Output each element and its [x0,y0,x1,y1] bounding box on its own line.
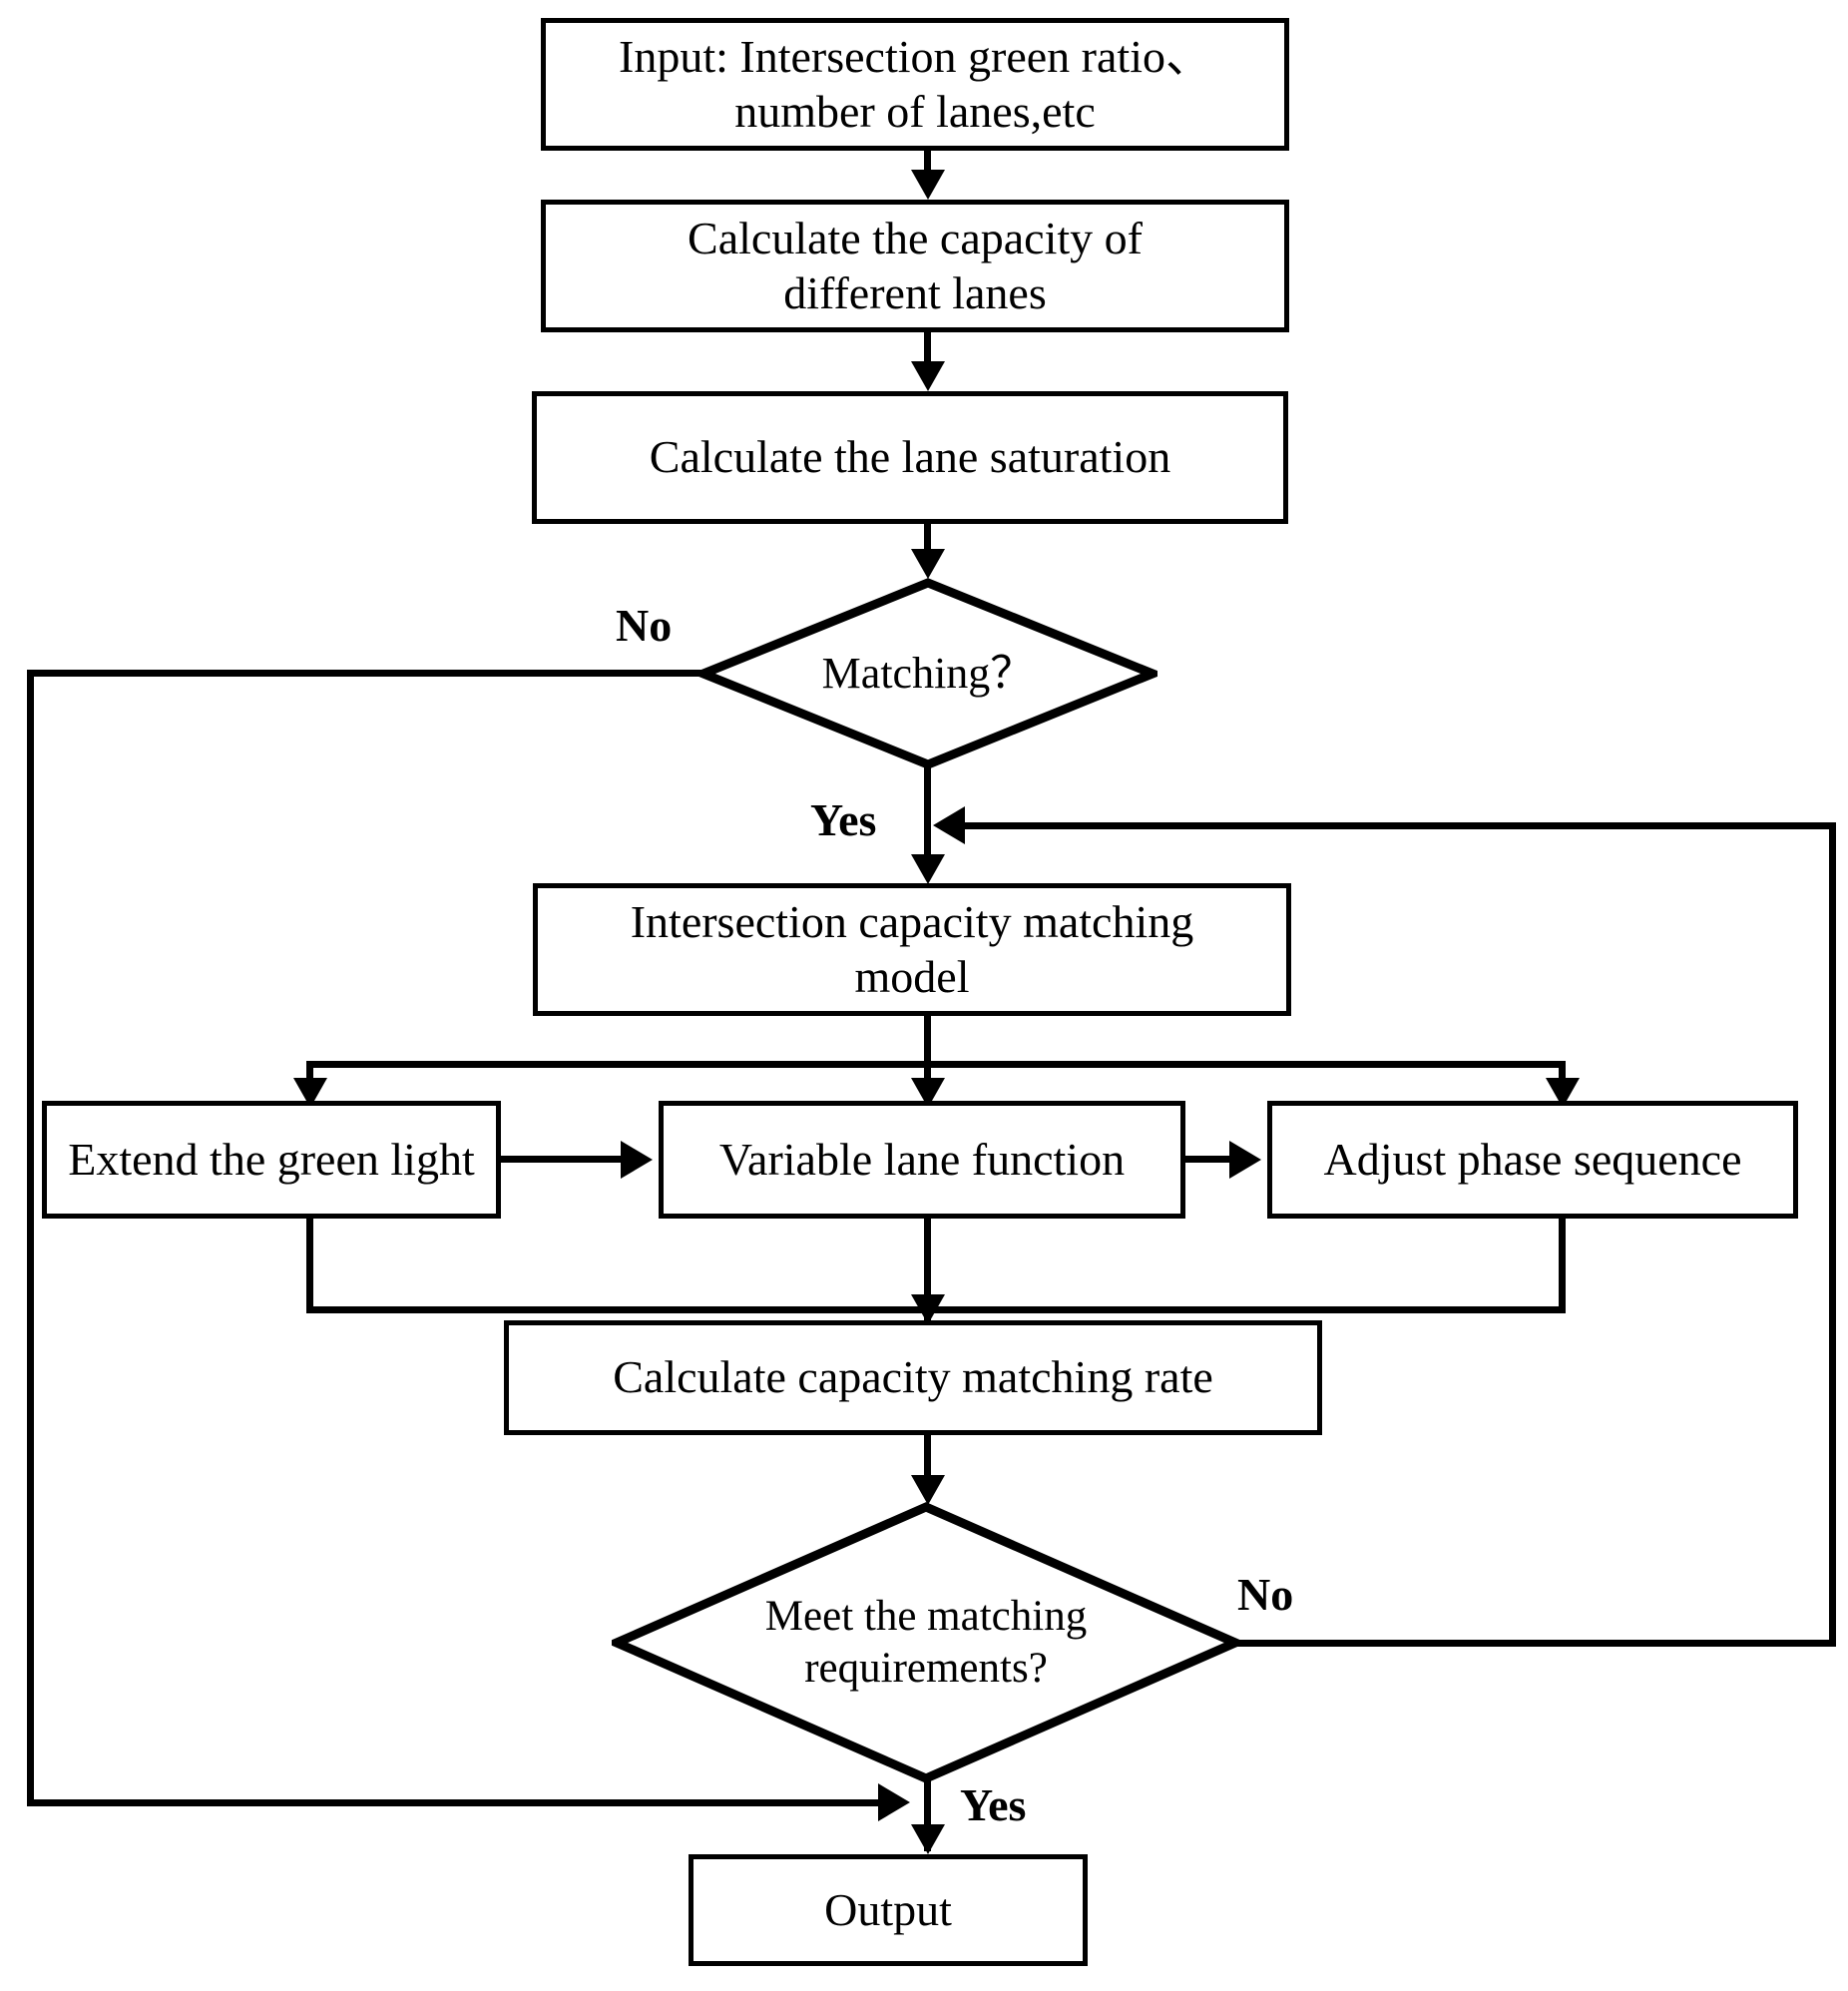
node-matching-model-label: Intersection capacity matching model [630,896,1194,1002]
arrowhead-options-to-rate [911,1294,945,1324]
arrowhead-capacity-to-saturation [911,361,945,391]
edge-variable-down-to-rate [924,1219,931,1306]
node-calculate-capacity: Calculate the capacity of different lane… [541,200,1289,332]
node-matching-model: Intersection capacity matching model [533,883,1291,1016]
node-calculate-saturation-label: Calculate the lane saturation [649,431,1171,483]
edge-adjust-down [1559,1219,1566,1313]
node-input-label: Input: Intersection green ratio、 number … [619,31,1211,137]
node-variable-lane-function-label: Variable lane function [718,1133,1126,1185]
node-extend-green-light: Extend the green light [42,1101,501,1219]
arrowhead-meet-no-return [933,806,965,844]
edge-matching-no-bottom-horizontal [27,1799,880,1806]
edge-extend-to-variable [501,1156,626,1163]
arrowhead-matching-yes [911,854,945,884]
edge-rate-to-meet [924,1435,931,1497]
edge-meet-no-horizontal-top [958,822,1836,829]
node-calculate-matching-rate: Calculate capacity matching rate [504,1320,1322,1435]
node-calculate-matching-rate-label: Calculate capacity matching rate [613,1351,1213,1403]
arrowhead-saturation-to-matching [911,549,945,579]
edge-meet-yes-vertical [924,1779,931,1851]
edge-matching-no-horizontal [27,670,705,677]
branch-label-meet-yes: Yes [960,1779,1027,1830]
arrowhead-input-to-capacity [911,170,945,200]
branch-label-matching-yes: Yes [810,794,877,845]
arrowhead-meet-yes-to-output [911,1824,945,1854]
edge-saturation-to-matching [924,524,931,556]
node-matching-decision: Matching？ [698,578,1157,769]
edge-model-to-extend [306,1061,313,1083]
arrowhead-extend-to-variable [621,1141,653,1179]
arrowhead-variable-to-adjust [1229,1141,1261,1179]
node-meet-requirements-decision: Meet the matching requirements? [612,1502,1240,1783]
edge-model-to-adjust [1559,1061,1566,1083]
node-extend-green-light-label: Extend the green light [68,1133,475,1185]
node-calculate-saturation: Calculate the lane saturation [532,391,1288,524]
node-input: Input: Intersection green ratio、 number … [541,18,1289,151]
edge-meet-no-vertical [1829,822,1836,1643]
branch-label-matching-no: No [616,600,673,651]
edge-matching-yes-vertical [924,766,931,861]
node-output-label: Output [824,1883,952,1935]
arrowhead-rate-to-meet [911,1475,945,1505]
edge-model-trunk [924,1016,931,1101]
edge-model-fanout-bus [306,1061,1566,1068]
node-calculate-capacity-label: Calculate the capacity of different lane… [688,213,1143,318]
edge-extend-down [306,1219,313,1313]
edge-meet-no-horizontal-bottom [1230,1640,1836,1647]
arrowhead-matching-no-join [878,1783,910,1821]
node-output: Output [689,1854,1088,1966]
edge-input-to-capacity [924,151,931,175]
node-adjust-phase-sequence: Adjust phase sequence [1267,1101,1798,1219]
edge-capacity-to-saturation [924,332,931,368]
node-adjust-phase-sequence-label: Adjust phase sequence [1323,1133,1742,1185]
edge-variable-to-adjust [1185,1156,1235,1163]
node-variable-lane-function: Variable lane function [659,1101,1185,1219]
branch-label-meet-no: No [1237,1569,1294,1620]
edge-matching-no-vertical [27,670,34,1802]
